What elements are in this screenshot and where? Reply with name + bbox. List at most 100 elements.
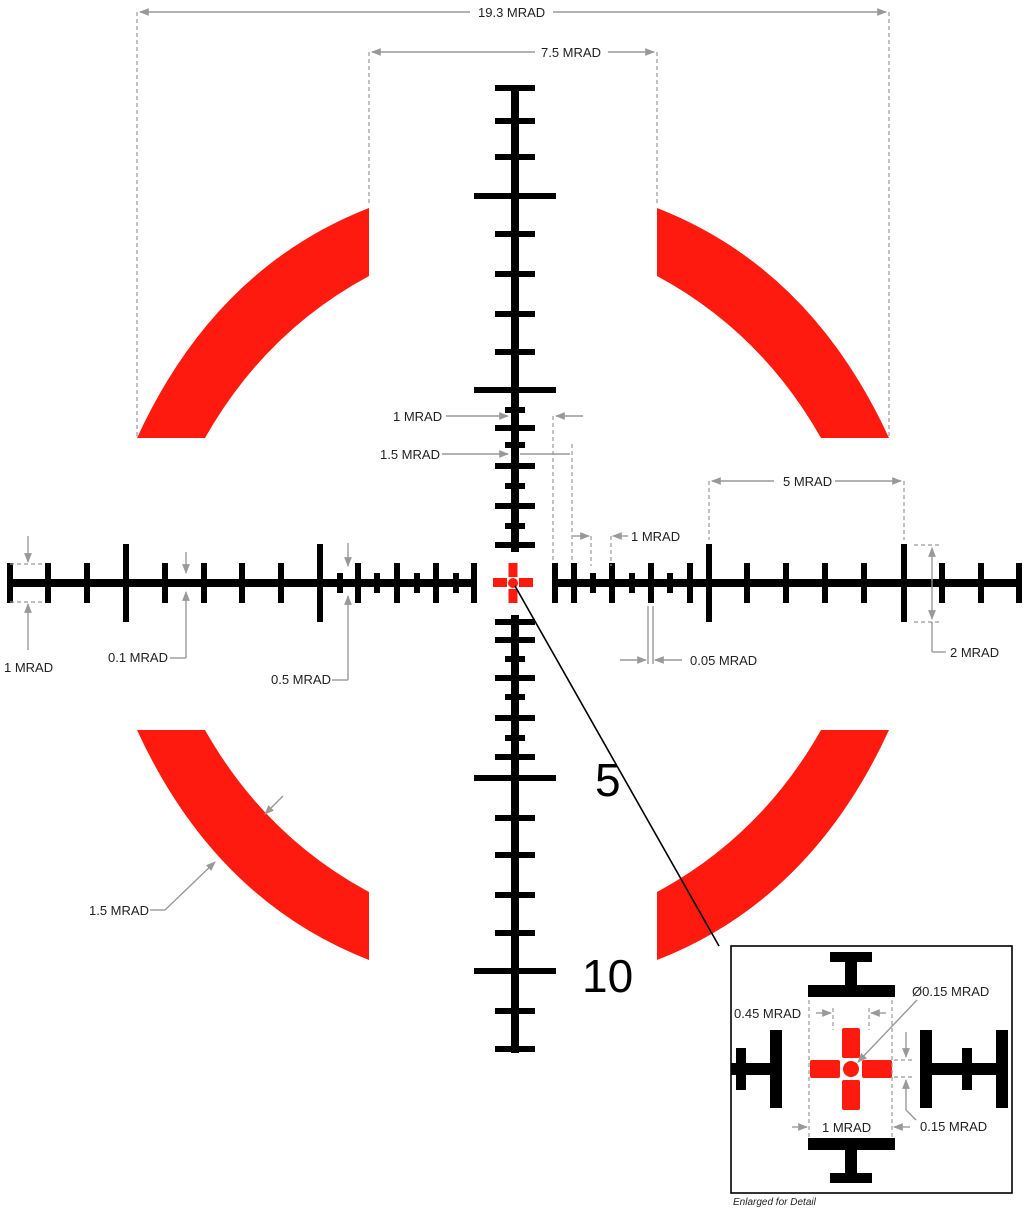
vertical-hash-top-11 <box>505 442 525 448</box>
svg-text:0.15 MRAD: 0.15 MRAD <box>920 1119 987 1134</box>
center-cross <box>493 563 533 603</box>
horizontal-hash-right-12 <box>861 563 867 603</box>
dimension-top-span: 19.3 MRAD <box>136 5 890 436</box>
vertical-hash-top-16 <box>495 542 535 548</box>
vertical-hash-top-4 <box>495 231 535 237</box>
horizontal-hash-left-2 <box>84 563 90 603</box>
vertical-hash-top-2 <box>495 154 535 160</box>
horizontal-hash-left-4 <box>162 563 168 603</box>
vertical-hash-top-1 <box>495 118 535 124</box>
horizontal-hash-left-10 <box>355 563 361 603</box>
horizontal-hash-right-4 <box>629 573 635 593</box>
horizontal-hash-left-16 <box>471 563 477 603</box>
crosshair <box>7 85 1022 1053</box>
vertical-hash-bottom-12 <box>495 930 535 936</box>
svg-text:19.3 MRAD: 19.3 MRAD <box>478 5 545 20</box>
horizontal-hash-right-11 <box>822 563 828 603</box>
vertical-hash-bottom-10 <box>495 852 535 858</box>
svg-text:1.5 MRAD: 1.5 MRAD <box>380 447 440 462</box>
svg-text:0.45 MRAD: 0.45 MRAD <box>734 1006 801 1021</box>
horizontal-hash-right-15 <box>978 563 984 603</box>
dimension-0-5-mrad: 0.5 MRAD <box>271 543 352 687</box>
dimension-arc-width: 1.5 MRAD <box>89 795 284 918</box>
horizontal-hash-right-9 <box>744 563 750 603</box>
vertical-hash-top-7 <box>495 349 535 355</box>
holdover-number-5: 5 <box>595 754 621 806</box>
horizontal-hash-left-0 <box>7 563 13 603</box>
svg-text:1 MRAD: 1 MRAD <box>822 1120 871 1135</box>
horizontal-hash-right-7 <box>687 563 693 603</box>
horizontal-hash-right-6 <box>667 573 673 593</box>
vertical-hash-bottom-5 <box>495 715 535 721</box>
horizontal-hash-right-8 <box>706 544 712 622</box>
svg-text:0.05 MRAD: 0.05 MRAD <box>690 653 757 668</box>
horizontal-hash-left-6 <box>239 563 245 603</box>
vertical-post-bottom <box>511 615 519 1053</box>
vertical-hash-bottom-9 <box>495 815 535 821</box>
vertical-hash-top-8 <box>474 387 556 393</box>
vertical-hash-bottom-15 <box>495 1046 535 1052</box>
horizontal-hash-right-1 <box>571 563 577 603</box>
dimension-0-1-mrad: 0.1 MRAD <box>108 552 190 665</box>
horizontal-hash-left-14 <box>433 563 439 603</box>
svg-text:0.5 MRAD: 0.5 MRAD <box>271 672 331 687</box>
horizontal-hash-right-2 <box>590 573 596 593</box>
horizontal-hash-left-7 <box>278 563 284 603</box>
vertical-hash-top-12 <box>495 463 535 469</box>
horizontal-hash-left-13 <box>414 573 420 593</box>
horizontal-hash-left-1 <box>45 563 51 603</box>
dimension-5-mrad: 5 MRAD <box>708 474 905 540</box>
horizontal-hash-right-14 <box>939 563 945 603</box>
horizontal-hash-left-11 <box>374 573 380 593</box>
horizontal-hash-right-3 <box>609 563 615 603</box>
horizontal-hash-right-5 <box>648 563 654 603</box>
horizontal-hash-left-5 <box>201 563 207 603</box>
vertical-hash-bottom-3 <box>495 675 535 681</box>
arc-bottom-right <box>657 730 889 960</box>
dimension-1-5-mrad-vertical: 1.5 MRAD <box>380 444 573 560</box>
vertical-hash-bottom-2 <box>505 656 525 662</box>
arc-bottom-left <box>137 730 369 960</box>
inset-caption: Enlarged for Detail <box>733 1197 817 1208</box>
horizontal-hash-right-0 <box>552 563 558 603</box>
horizontal-hash-right-10 <box>783 563 789 603</box>
svg-text:5 MRAD: 5 MRAD <box>783 474 832 489</box>
dimension-1-mrad-vertical: 1 MRAD <box>393 409 583 560</box>
illuminated-arcs <box>137 208 889 960</box>
vertical-hash-bottom-7 <box>495 754 535 760</box>
vertical-hash-bottom-13 <box>474 968 556 974</box>
horizontal-hash-left-9 <box>337 573 343 593</box>
vertical-hash-top-6 <box>495 311 535 317</box>
svg-text:1 MRAD: 1 MRAD <box>393 409 442 424</box>
vertical-hash-top-13 <box>505 483 525 489</box>
arc-top-right <box>657 208 889 438</box>
horizontal-hash-right-16 <box>1016 563 1022 603</box>
vertical-hash-bottom-1 <box>495 637 535 643</box>
arc-top-left <box>137 208 369 438</box>
svg-text:Ø0.15 MRAD: Ø0.15 MRAD <box>912 984 989 999</box>
svg-text:1.5 MRAD: 1.5 MRAD <box>89 903 149 918</box>
vertical-hash-bottom-11 <box>495 892 535 898</box>
horizontal-hash-left-15 <box>453 573 459 593</box>
leader-line <box>514 585 720 947</box>
holdover-number-10: 10 <box>582 950 633 1002</box>
vertical-hash-top-3 <box>474 193 556 199</box>
horizontal-hash-left-3 <box>123 544 129 622</box>
svg-text:2 MRAD: 2 MRAD <box>950 645 999 660</box>
dimension-1-mrad-left: 1 MRAD <box>4 536 53 675</box>
horizontal-hash-right-13 <box>901 544 907 622</box>
vertical-hash-top-15 <box>505 523 525 529</box>
dimension-inner-span: 7.5 MRAD <box>368 45 658 204</box>
vertical-hash-bottom-14 <box>495 1008 535 1014</box>
vertical-hash-bottom-6 <box>505 735 525 741</box>
inset-detail: Ø0.15 MRAD 0.45 MRAD 1 MRAD 0.15 MRAD <box>730 945 1013 1194</box>
dimension-0-05-mrad: 0.05 MRAD <box>620 606 757 668</box>
vertical-hash-top-0 <box>495 85 535 91</box>
vertical-hash-bottom-8 <box>474 775 556 781</box>
vertical-hash-top-14 <box>495 503 535 509</box>
horizontal-hash-left-12 <box>394 563 400 603</box>
vertical-hash-top-5 <box>495 271 535 277</box>
svg-text:1 MRAD: 1 MRAD <box>4 660 53 675</box>
svg-text:1 MRAD: 1 MRAD <box>631 529 680 544</box>
